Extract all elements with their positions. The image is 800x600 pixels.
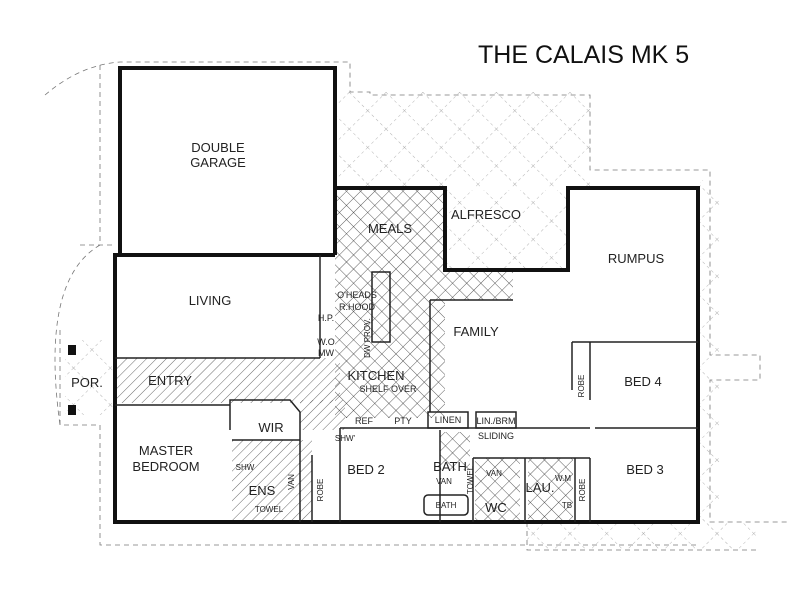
fixture-label: W.O xyxy=(317,337,335,347)
fixture-label: LINEN xyxy=(435,415,462,425)
room-label-wc: WC xyxy=(485,500,507,515)
fixture-label: VAN xyxy=(486,469,502,478)
site-boundary xyxy=(44,61,790,551)
paving-side xyxy=(700,180,720,522)
room-label-rumpus: RUMPUS xyxy=(608,251,665,266)
fixture-label: BATH xyxy=(436,501,457,510)
room-label-bed2: BED 2 xyxy=(347,462,385,477)
fixture-label: VAN xyxy=(287,474,296,490)
room-label-porch: POR. xyxy=(71,375,103,390)
room-label-garage: GARAGE xyxy=(190,155,246,170)
fixture-label: SHELF OVER xyxy=(359,384,417,394)
alfresco-paving xyxy=(445,190,568,270)
fixture-label: DW PROV. xyxy=(363,318,372,358)
room-label-garage: DOUBLE xyxy=(191,140,245,155)
room-label-bed4: BED 4 xyxy=(624,374,662,389)
room-label-entry: ENTRY xyxy=(148,373,192,388)
room-label-wir: WIR xyxy=(258,420,283,435)
room-label-master: BEDROOM xyxy=(132,459,199,474)
paving-rear xyxy=(335,92,590,188)
kitchen-island xyxy=(371,271,391,343)
bathtub xyxy=(423,494,469,516)
room-label-ensuite: ENS xyxy=(249,483,276,498)
fixture-label: O'HEADS xyxy=(337,290,377,300)
room-label-living: LIVING xyxy=(189,293,232,308)
fixture-label: TOWEL xyxy=(255,505,284,514)
room-label-alfresco: ALFRESCO xyxy=(451,207,521,222)
room-label-bed3: BED 3 xyxy=(626,462,664,477)
hall-tiles xyxy=(300,400,345,430)
ensuite-tiles xyxy=(232,440,312,520)
fixture-label: TB xyxy=(562,501,572,510)
paving-front xyxy=(527,522,757,550)
room-label-kitchen: KITCHEN xyxy=(347,368,404,383)
fixture-label: H.P. xyxy=(318,313,334,323)
fixture-label: W.M xyxy=(555,474,571,483)
fixture-label: R.HOOD xyxy=(339,302,376,312)
room-label-bath: BATH xyxy=(433,459,467,474)
wc-tiles xyxy=(475,458,520,520)
fixture-label: PTY xyxy=(394,416,412,426)
walls xyxy=(68,66,700,524)
fixture-label: VAN xyxy=(436,477,452,486)
room-label-master: MASTER xyxy=(139,443,193,458)
room-label-meals: MEALS xyxy=(368,221,412,236)
fixture-label: SHW' xyxy=(335,434,356,443)
plan-title: THE CALAIS MK 5 xyxy=(478,41,689,69)
bath-tiles xyxy=(440,432,470,470)
fixture-label: ROBE xyxy=(578,479,587,502)
fixture-label: TOWEL xyxy=(466,465,475,494)
fixture-label: MW xyxy=(318,348,334,358)
room-label-family: FAMILY xyxy=(453,324,499,339)
fixture-label: LIN./BRM xyxy=(476,416,515,426)
fixture-label: SLIDING xyxy=(478,431,514,441)
fixture-label: REF xyxy=(355,416,374,426)
fixture-label: ROBE xyxy=(316,479,325,502)
room-label-laundry: LAU. xyxy=(526,480,555,495)
entry-tiles xyxy=(115,358,340,403)
fixture-label: SHW xyxy=(236,463,255,472)
fixture-label: ROBE xyxy=(577,375,586,398)
laundry-tiles xyxy=(528,458,573,520)
family-tiles xyxy=(445,270,513,300)
